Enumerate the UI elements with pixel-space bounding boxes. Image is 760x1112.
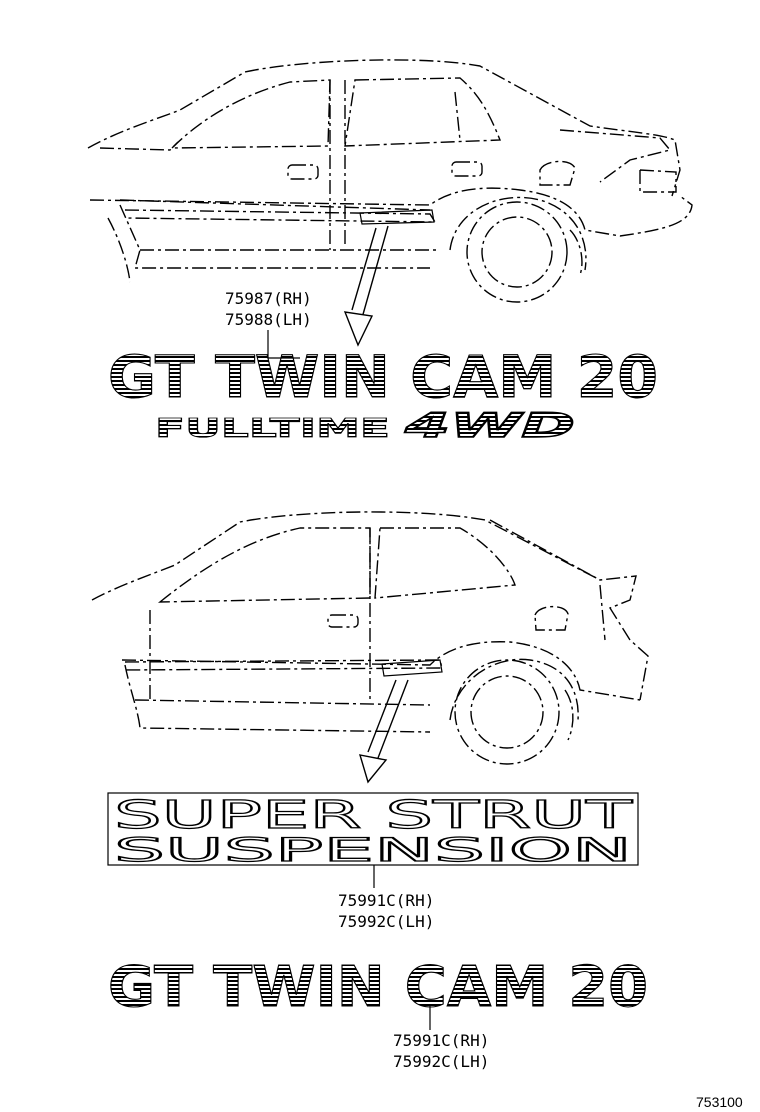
- side-garnish-hatchback: [381, 659, 443, 677]
- part-number-75992c-emblem: 75992C(LH): [393, 1052, 490, 1071]
- part-number-75987: 75987(RH): [225, 289, 312, 308]
- sedan-outline: [87, 59, 693, 303]
- arrow-hatchback: [359, 679, 409, 784]
- arrow-sedan: [343, 225, 389, 347]
- part-number-75988: 75988(LH): [225, 310, 312, 329]
- side-garnish-sedan: [359, 209, 435, 225]
- part-number-75991c-emblem: 75991C(RH): [393, 1031, 490, 1050]
- emblem-fulltime: FULLTIME 4WD: [155, 405, 576, 446]
- hatchback-outline: [91, 511, 649, 765]
- part-number-75992c-decal: 75992C(LH): [338, 912, 435, 931]
- svg-text:SUPER STRUT: SUPER STRUT: [114, 793, 634, 837]
- figure-code: 753100: [696, 1094, 743, 1110]
- emblem-gt-lower: GT TWIN CAM 20: [107, 954, 648, 1020]
- svg-text:GT TWIN CAM 20: GT TWIN CAM 20: [108, 955, 648, 1020]
- leader-sedan: [267, 330, 300, 359]
- decal-super-strut: SUPER STRUT SUSPENSION: [113, 792, 634, 869]
- svg-text:4WD: 4WD: [403, 406, 575, 446]
- emblem-gt-upper: GT TWIN CAM 20: [107, 342, 658, 411]
- svg-text:FULLTIME: FULLTIME: [155, 414, 390, 444]
- part-number-75991c-decal: 75991C(RH): [338, 891, 435, 910]
- svg-text:GT TWIN CAM 20: GT TWIN CAM 20: [108, 343, 658, 411]
- decal-frame: [107, 792, 639, 866]
- svg-text:SUSPENSION: SUSPENSION: [114, 831, 632, 869]
